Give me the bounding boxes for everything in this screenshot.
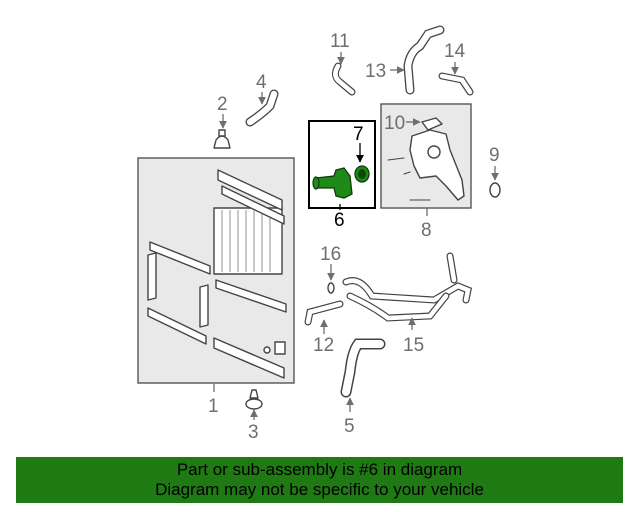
callout-7: 7 [353,124,364,145]
water-pipe-15[interactable] [342,252,473,322]
callout-13: 13 [365,61,386,82]
banner-line-1: Part or sub-assembly is #6 in diagram [176,460,463,479]
hose-14[interactable] [438,72,474,96]
pipe-12[interactable] [304,300,344,326]
drain-plug[interactable] [245,389,263,410]
callout-11: 11 [330,31,350,52]
callout-5: 5 [344,416,355,437]
water-outlet-housing[interactable] [312,165,370,199]
info-banner: Part or sub-assembly is #6 in diagram Di… [16,457,623,503]
callout-14: 14 [444,41,466,62]
callout-10: 10 [384,113,405,134]
o-ring-9[interactable] [489,182,501,198]
radiator-cap[interactable] [213,129,231,149]
upper-hose[interactable] [245,89,279,127]
hose-13[interactable] [403,25,445,95]
o-ring-16[interactable] [327,282,335,294]
callout-9: 9 [489,145,500,166]
callout-8: 8 [421,220,432,241]
callout-2: 2 [217,94,228,115]
bypass-hose-11[interactable] [331,62,356,96]
callout-16: 16 [320,244,341,265]
banner-line-2: Diagram may not be specific to your vehi… [155,480,484,499]
callout-3: 3 [248,422,259,443]
callout-12: 12 [313,335,334,356]
callout-4: 4 [256,72,267,93]
lower-hose[interactable] [340,338,386,398]
radiator-assembly[interactable] [137,157,295,384]
callout-6: 6 [334,210,345,231]
water-pump-assembly[interactable] [380,103,472,209]
callout-1: 1 [208,396,219,417]
callout-15: 15 [403,335,424,356]
